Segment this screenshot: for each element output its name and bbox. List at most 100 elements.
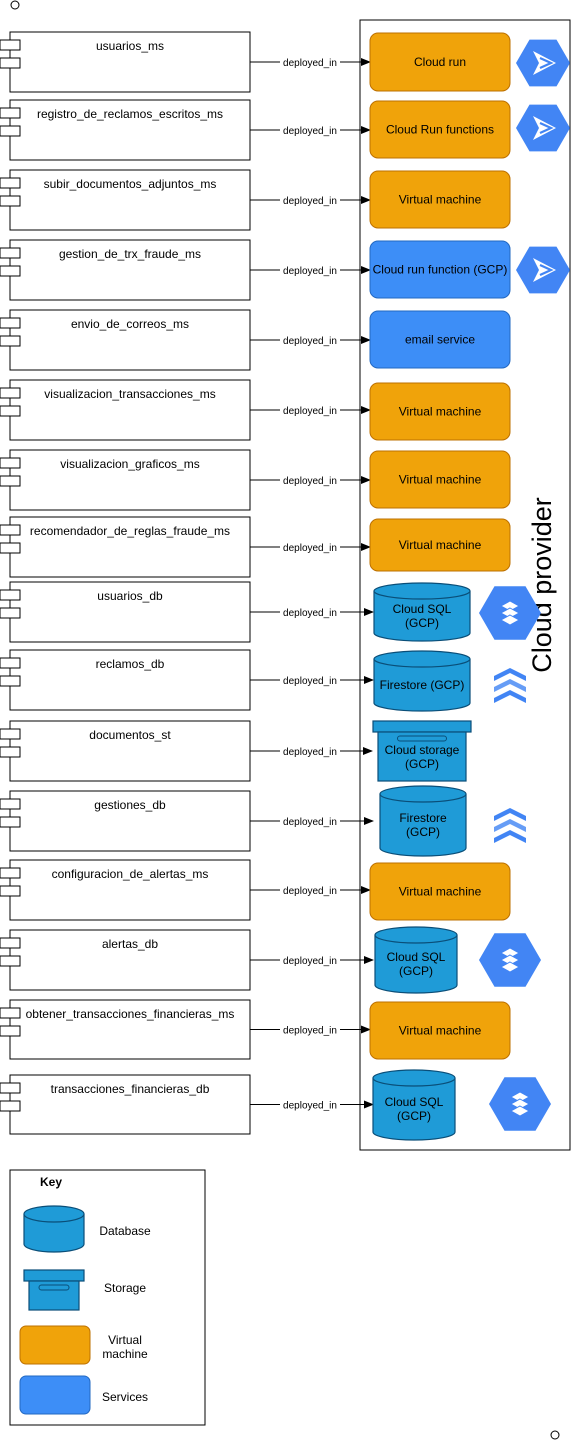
target-node-service[interactable]: email service: [369, 310, 511, 369]
key-item-label: machine: [102, 1347, 148, 1361]
target-node-vm[interactable]: Virtual machine: [369, 382, 511, 441]
component-box[interactable]: visualizacion_transacciones_ms: [0, 379, 251, 441]
firestore-icon: [494, 808, 526, 843]
deployment-row: obtener_transacciones_financieras_msdepl…: [0, 999, 511, 1060]
component-box[interactable]: documentos_st: [0, 720, 251, 782]
cloud-sql-icon: [489, 1077, 551, 1131]
target-node-db[interactable]: Cloud SQL(GCP): [372, 1069, 456, 1141]
component-box[interactable]: visualizacion_graficos_ms: [0, 449, 251, 511]
deployment-row: visualizacion_graficos_ms deployed_in Virt…: [0, 449, 511, 511]
component-box[interactable]: transacciones_financieras_db: [0, 1074, 251, 1135]
target-node-vm[interactable]: Virtual machine: [369, 1001, 511, 1060]
component-label: transacciones_financieras_db: [51, 1082, 210, 1096]
target-label: Virtual machine: [399, 193, 482, 207]
deployed-in-edge: deployed_in: [250, 744, 373, 758]
deployment-row: alertas_db deployed_in Cloud SQL(GCP): [0, 926, 541, 994]
deployed-in-edge: deployed_in: [250, 673, 374, 687]
key-item-label: Database: [99, 1224, 151, 1238]
edge-label: deployed_in: [283, 543, 337, 554]
edge-label: deployed_in: [283, 608, 337, 619]
target-node-vm[interactable]: Virtual machine: [369, 862, 511, 921]
component-box[interactable]: reclamos_db: [0, 649, 251, 711]
deployment-row: envio_de_correos_ms deployed_in email serv…: [0, 309, 511, 371]
target-label: Cloud storage: [385, 743, 460, 757]
component-box[interactable]: usuarios_db: [0, 581, 251, 643]
target-label: (GCP): [397, 1109, 431, 1123]
component-box[interactable]: configuracion_de_alertas_ms: [0, 859, 251, 921]
firestore-icon: [494, 668, 526, 703]
deployment-row: visualizacion_transacciones_ms deployed_i…: [0, 379, 511, 441]
deployed-in-edge: deployed_in: [250, 473, 371, 487]
component-label: registro_de_reclamos_escritos_ms: [37, 107, 223, 121]
deployed-in-edge: deployed_in: [250, 1022, 371, 1037]
edge-label: deployed_in: [283, 336, 337, 347]
component-label: gestion_de_trx_fraude_ms: [59, 247, 201, 261]
edge-label: deployed_in: [283, 886, 337, 897]
target-node-db[interactable]: Cloud SQL(GCP): [374, 926, 458, 994]
target-node-db[interactable]: Firestore(GCP): [379, 785, 467, 857]
target-label: (GCP): [406, 825, 440, 839]
deployed-in-edge: deployed_in: [250, 1097, 374, 1112]
edge-label: deployed_in: [283, 956, 337, 967]
deployed-in-edge: deployed_in: [250, 403, 371, 417]
deployed-in-edge: deployed_in: [250, 953, 374, 967]
component-box[interactable]: gestiones_db: [0, 790, 251, 852]
edge-label: deployed_in: [283, 747, 337, 758]
component-box[interactable]: gestion_de_trx_fraude_ms: [0, 239, 251, 301]
component-label: documentos_st: [89, 728, 171, 742]
target-node-service[interactable]: Cloud run function (GCP): [369, 240, 511, 299]
component-box[interactable]: obtener_transacciones_financieras_ms: [0, 999, 251, 1060]
cloud-sql-icon: [479, 933, 541, 987]
component-label: visualizacion_transacciones_ms: [44, 387, 215, 401]
deployment-row: reclamos_db deployed_in Firestore (GCP): [0, 649, 526, 712]
target-node-vm[interactable]: Virtual machine: [369, 170, 511, 229]
target-label: Firestore: [399, 811, 447, 825]
deployed-in-edge: deployed_in: [250, 605, 374, 619]
component-box[interactable]: alertas_db: [0, 929, 251, 991]
component-label: envio_de_correos_ms: [71, 317, 189, 331]
target-node-vm[interactable]: Cloud run: [369, 32, 511, 92]
key-item-label: Virtual: [108, 1333, 142, 1347]
target-node-vm[interactable]: Virtual machine: [369, 450, 511, 509]
target-label: Virtual machine: [399, 885, 482, 899]
target-label: Virtual machine: [399, 473, 482, 487]
edge-label: deployed_in: [283, 476, 337, 487]
key-item-db: Database: [23, 1205, 151, 1253]
target-label: Cloud Run functions: [386, 123, 494, 137]
component-label: alertas_db: [102, 937, 158, 951]
target-label: Cloud SQL: [393, 602, 452, 616]
deployed-in-edge: deployed_in: [250, 55, 371, 69]
target-node-vm[interactable]: Cloud Run functions: [369, 100, 511, 159]
edge-label: deployed_in: [283, 196, 337, 207]
component-box[interactable]: registro_de_reclamos_escritos_ms: [0, 99, 251, 161]
cloud-run-icon: [516, 39, 570, 87]
component-box[interactable]: recomendador_de_reglas_fraude_ms: [0, 516, 251, 578]
component-label: visualizacion_graficos_ms: [60, 457, 199, 471]
edge-label: deployed_in: [283, 676, 337, 687]
edge-label: deployed_in: [283, 266, 337, 277]
top-left-marker: [10, 0, 20, 10]
target-label: Cloud SQL: [387, 950, 446, 964]
component-box[interactable]: subir_documentos_adjuntos_ms: [0, 169, 251, 231]
target-node-db[interactable]: Cloud SQL(GCP): [373, 582, 471, 642]
target-label: (GCP): [405, 757, 439, 771]
deployed-in-edge: deployed_in: [250, 540, 371, 554]
target-label: Virtual machine: [399, 405, 482, 419]
key-item-service: Services: [19, 1375, 148, 1415]
target-node-db[interactable]: Firestore (GCP): [373, 650, 471, 712]
key-item-label: Storage: [104, 1281, 146, 1295]
target-node-vm[interactable]: Virtual machine: [369, 518, 511, 572]
deployment-row: gestion_de_trx_fraude_ms deployed_in Cloud…: [0, 239, 570, 301]
key-title: Key: [40, 1175, 62, 1189]
component-label: recomendador_de_reglas_fraude_ms: [30, 524, 230, 538]
target-node-storage[interactable]: Cloud storage(GCP): [372, 720, 472, 782]
target-label: (GCP): [405, 616, 439, 630]
component-box[interactable]: usuarios_ms: [0, 31, 251, 93]
deployment-row: subir_documentos_adjuntos_ms deployed_in V…: [0, 169, 511, 231]
component-box[interactable]: envio_de_correos_ms: [0, 309, 251, 371]
target-label: Virtual machine: [399, 538, 482, 552]
component-label: configuracion_de_alertas_ms: [52, 867, 209, 881]
